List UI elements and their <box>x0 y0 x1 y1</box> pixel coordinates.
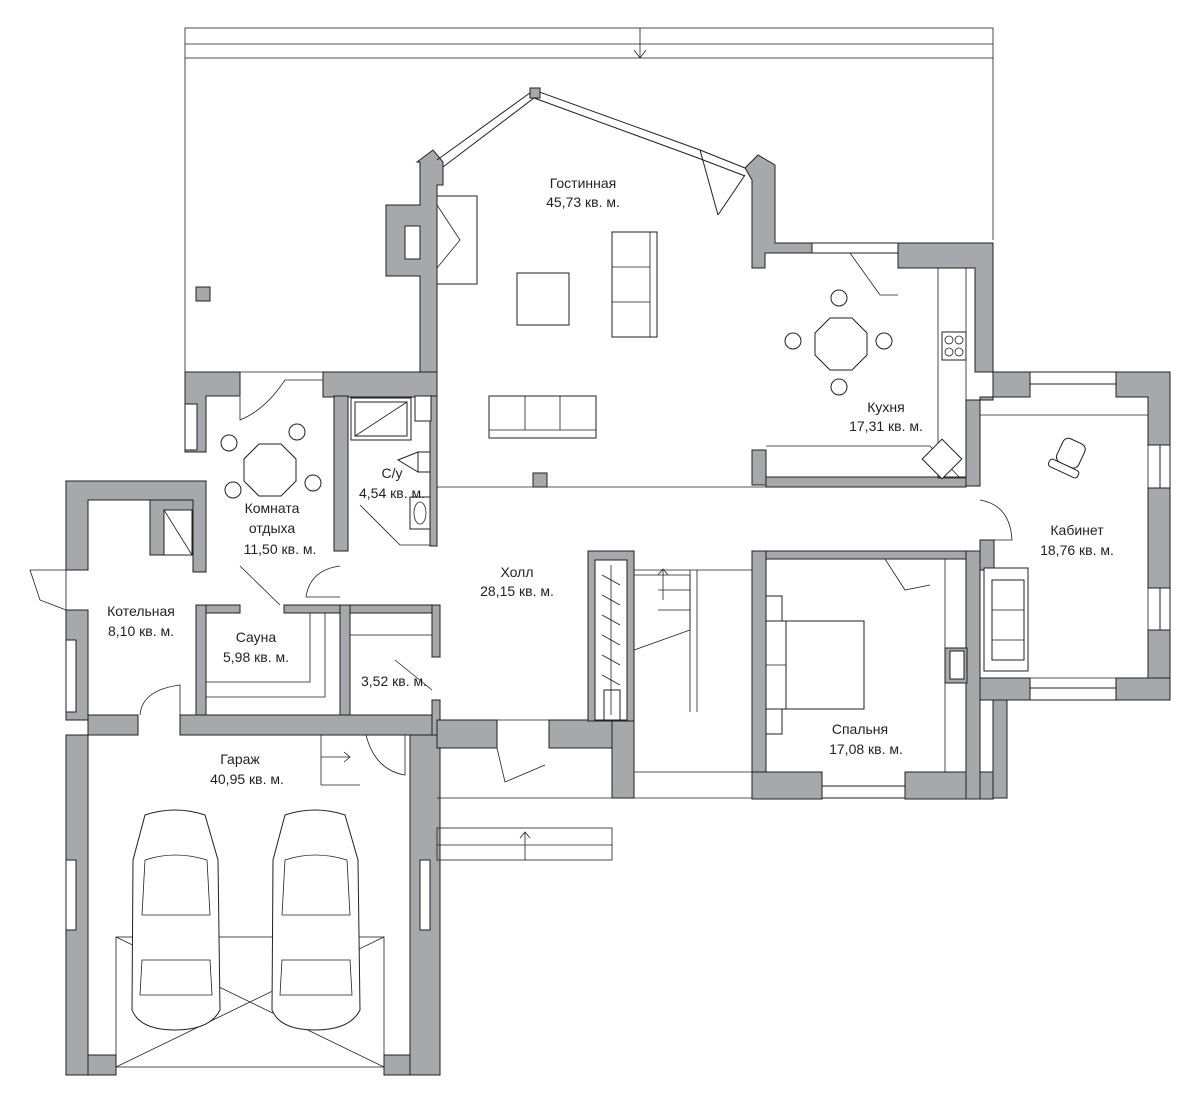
sauna-area: 5,98 кв. м. <box>223 649 289 665</box>
car-icon <box>131 809 221 1031</box>
dining-table-icon <box>814 317 868 371</box>
boiler-room-area: 8,10 кв. м. <box>108 623 174 639</box>
bedroom-area: 17,08 кв. м. <box>829 741 903 757</box>
kitchen-area: 17,31 кв. м. <box>849 418 923 434</box>
doors <box>29 252 1013 783</box>
closet-area: 3,52 кв. м. <box>361 673 427 689</box>
room-labels: Гостинная 45,73 кв. м. Кухня 17,31 кв. м… <box>107 175 1114 787</box>
chair-icon <box>875 332 893 350</box>
garage-area: 40,95 кв. м. <box>210 771 284 787</box>
living-room-area: 45,73 кв. м. <box>546 194 620 210</box>
terrace <box>184 27 994 373</box>
rest-room-name-2: отдыха <box>249 520 296 536</box>
stove-icon <box>941 331 967 361</box>
rest-room-name-1: Комната <box>245 500 300 516</box>
rest-room-area: 11,50 кв. м. <box>244 541 317 557</box>
sink-icon <box>921 438 963 480</box>
hall-name: Холл <box>501 564 534 580</box>
sauna-name: Сауна <box>236 629 277 645</box>
chair-icon <box>830 289 848 307</box>
table-icon <box>243 443 297 497</box>
wc-name: С/у <box>382 465 403 481</box>
wardrobe-hangers <box>601 565 621 715</box>
chair-icon <box>830 378 848 396</box>
bedroom-name: Спальня <box>832 721 888 737</box>
fireplace-icon <box>436 195 478 285</box>
hall-area: 28,15 кв. м. <box>480 583 554 599</box>
bed-icon <box>785 620 865 710</box>
column-icon <box>195 286 211 302</box>
study-name: Кабинет <box>1050 522 1104 538</box>
coffee-table-icon <box>516 272 570 326</box>
office-chair-icon <box>1047 437 1086 479</box>
chair-icon <box>784 332 802 350</box>
car-icon <box>271 809 361 1031</box>
furniture <box>163 195 1086 735</box>
boiler-room-name: Котельная <box>107 603 175 619</box>
kitchen-name: Кухня <box>867 399 904 415</box>
sofa-icon <box>488 395 597 439</box>
windows <box>65 242 1171 931</box>
bay-window <box>436 87 746 216</box>
study-area: 18,76 кв. м. <box>1040 542 1114 558</box>
wc-area: 4,54 кв. м. <box>359 485 425 501</box>
sofa-icon <box>611 231 658 338</box>
washbasin-icon <box>409 496 431 530</box>
living-room-name: Гостинная <box>550 175 617 191</box>
garage-name: Гараж <box>220 751 260 767</box>
